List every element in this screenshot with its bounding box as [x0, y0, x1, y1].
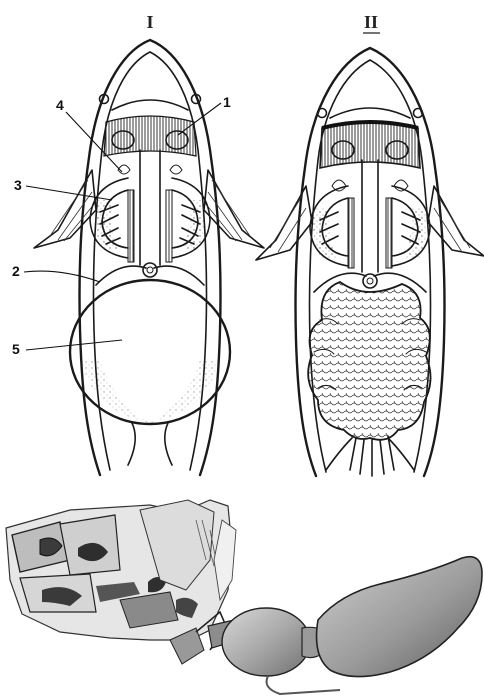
panel-label-II-group: II [363, 12, 380, 33]
panel-II-central-column [362, 160, 378, 272]
panel-II-tassels [350, 436, 394, 476]
callout-4-number: 4 [56, 97, 64, 113]
panel-I-head-line [112, 100, 188, 110]
panel-label-II: II [364, 12, 378, 32]
panel-I-collar [96, 266, 204, 285]
callout-5-number: 5 [12, 341, 20, 357]
panel-II-everted-stomach [308, 282, 430, 440]
callout-5: 5 [12, 340, 122, 357]
panel-II-ring [363, 274, 377, 288]
panel-II-right-fin [428, 186, 484, 256]
panel-I-tail [128, 423, 172, 465]
side-view-large-organ [317, 557, 483, 677]
panel-I-sac [70, 280, 230, 424]
callout-2-number: 2 [12, 263, 20, 279]
callout-3-number: 3 [14, 177, 22, 193]
panel-label-I: I [146, 12, 153, 32]
callout-2: 2 [12, 263, 100, 282]
panel-I-pharynx-band [104, 116, 196, 156]
callout-1-number: 1 [223, 94, 231, 110]
panel-I-inner-outline [93, 52, 206, 470]
side-view-tube [267, 676, 341, 694]
panel-II-left-fin [256, 186, 312, 260]
panel-I-ring [143, 263, 157, 277]
side-view-middle-lobe [222, 608, 310, 676]
side-view-dissection [6, 500, 482, 694]
panel-I-central-column [140, 150, 160, 265]
panel-II-pharynx-band [320, 122, 420, 168]
panel-II-fish [256, 48, 484, 476]
